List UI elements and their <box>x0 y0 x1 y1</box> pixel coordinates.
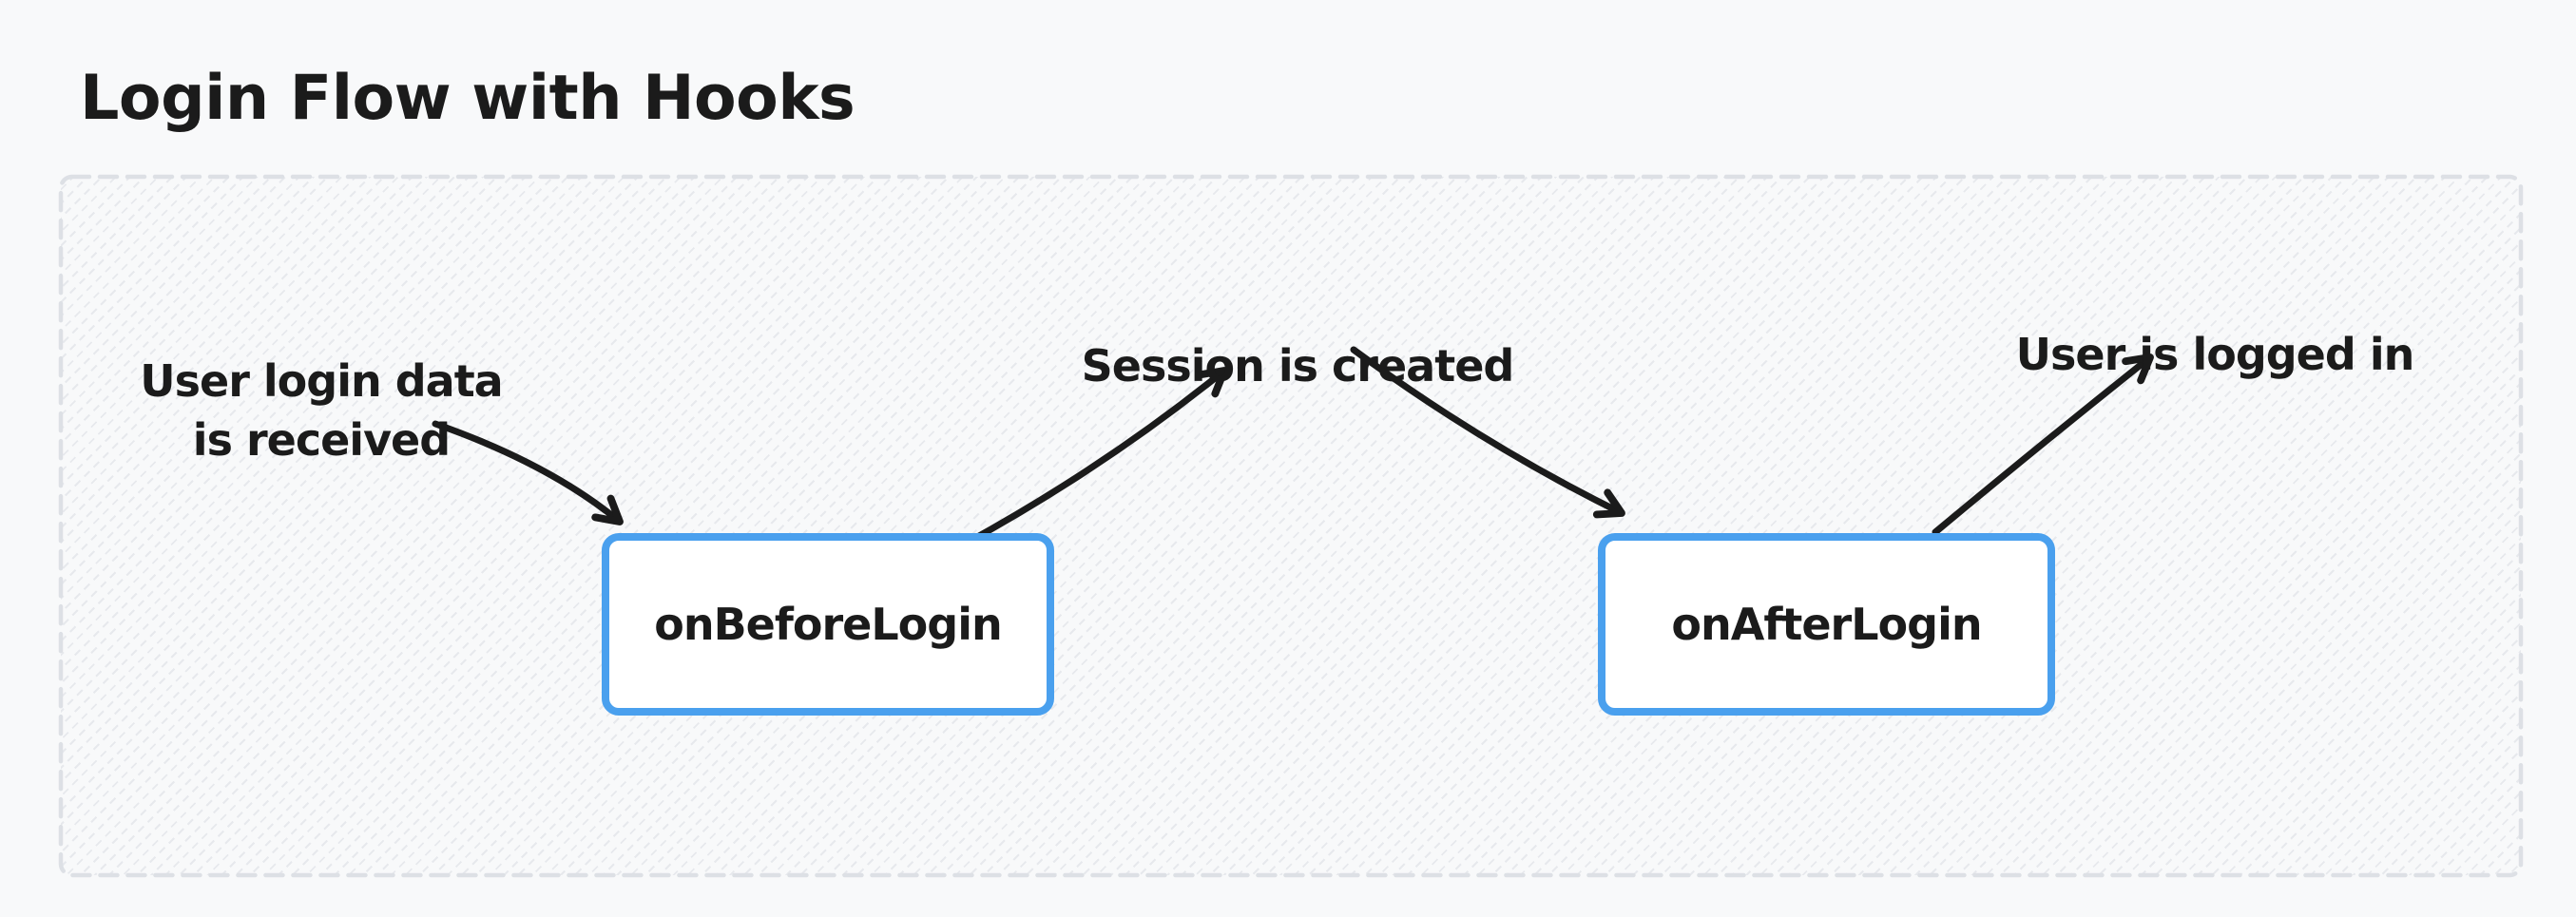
arrow-session-to-onafterlogin[interactable] <box>1350 346 1625 519</box>
annotation-session-is-created-text: Session is created <box>1081 340 1515 392</box>
node-onbeforelogin[interactable]: onBeforeLogin <box>602 533 1054 716</box>
annotation-user-is-logged-in[interactable]: User is logged in <box>2006 266 2424 384</box>
arrow-onbeforelogin-to-session[interactable] <box>958 367 1228 549</box>
arrow-login-data-to-onbeforelogin[interactable] <box>432 420 624 525</box>
annotation-user-is-logged-in-text: User is logged in <box>2015 329 2415 380</box>
annotation-user-login-data-text: User login data is received <box>140 355 503 466</box>
node-onbeforelogin-label: onBeforeLogin <box>654 599 1002 650</box>
annotation-session-is-created[interactable]: Session is created <box>1069 277 1526 395</box>
node-onafterlogin[interactable]: onAfterLogin <box>1598 533 2055 716</box>
node-onafterlogin-label: onAfterLogin <box>1671 599 1982 650</box>
arrow-onafterlogin-to-loggedin[interactable] <box>1932 353 2154 536</box>
annotation-user-login-data[interactable]: User login data is received <box>131 293 511 469</box>
diagram-title[interactable]: Login Flow with Hooks <box>80 63 855 134</box>
